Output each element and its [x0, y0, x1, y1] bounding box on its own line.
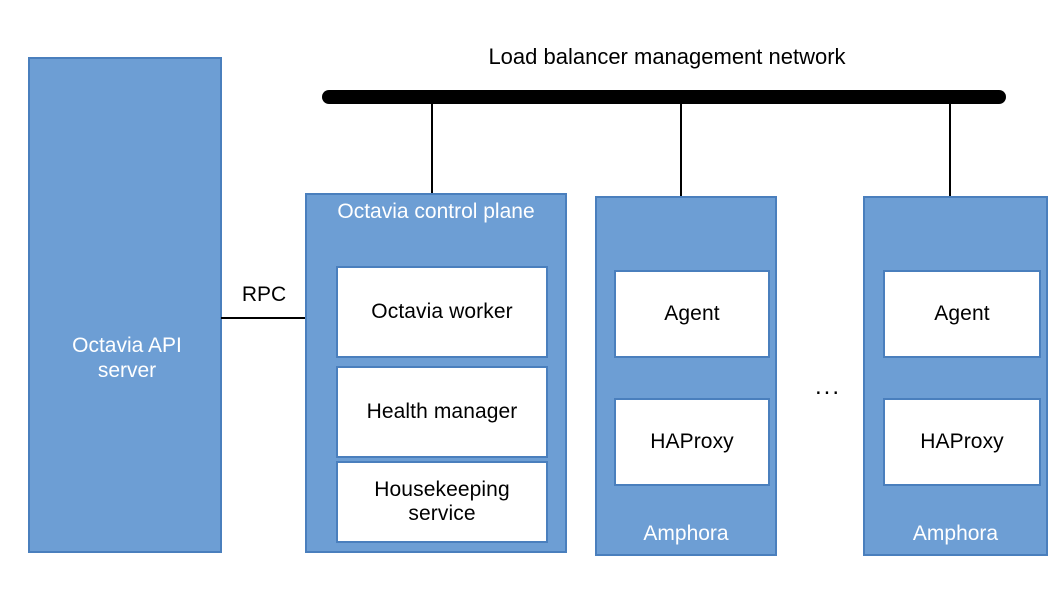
component-octavia-worker-label: Octavia worker: [371, 299, 513, 323]
component-housekeeping-service[interactable]: Housekeeping service: [336, 461, 548, 543]
amphora-1-panel[interactable]: Agent HAProxy Amphora: [595, 196, 777, 556]
amphora-2-label: Amphora: [912, 522, 999, 545]
amphora-1-component-haproxy[interactable]: HAProxy: [614, 398, 770, 486]
amphora-ellipsis: ...: [814, 373, 841, 400]
amphora-1-label: Amphora: [643, 522, 729, 545]
load-balancer-management-bus: [322, 90, 1006, 104]
amphora-2-component-agent-label: Agent: [934, 301, 990, 325]
amphora-2-component-haproxy-label: HAProxy: [920, 429, 1004, 453]
component-health-manager-label: Health manager: [366, 399, 518, 423]
amphora-1-component-agent[interactable]: Agent: [614, 270, 770, 358]
octavia-control-plane-label: Octavia control plane: [337, 200, 535, 223]
amphora-2-component-haproxy[interactable]: HAProxy: [883, 398, 1041, 486]
component-octavia-worker[interactable]: Octavia worker: [336, 266, 548, 358]
amphora-2-component-agent[interactable]: Agent: [883, 270, 1041, 358]
connector-bus-to-control-plane: [431, 103, 433, 195]
amphora-1-component-haproxy-label: HAProxy: [650, 429, 734, 453]
component-health-manager[interactable]: Health manager: [336, 366, 548, 458]
network-title: Load balancer management network: [488, 44, 846, 69]
amphora-1-component-agent-label: Agent: [664, 301, 720, 325]
connector-bus-to-amphora-1: [680, 103, 682, 198]
component-housekeeping-service-label: Housekeeping service: [374, 477, 510, 525]
octavia-api-server-panel[interactable]: Octavia API server: [28, 57, 222, 553]
octavia-api-server-label: Octavia API server: [72, 334, 182, 382]
amphora-2-panel[interactable]: Agent HAProxy Amphora: [863, 196, 1048, 556]
rpc-link-line: [221, 317, 307, 319]
rpc-link-label: RPC: [241, 283, 287, 306]
octavia-control-plane-panel[interactable]: Octavia control plane Octavia worker Hea…: [305, 193, 567, 553]
connector-bus-to-amphora-2: [949, 103, 951, 198]
